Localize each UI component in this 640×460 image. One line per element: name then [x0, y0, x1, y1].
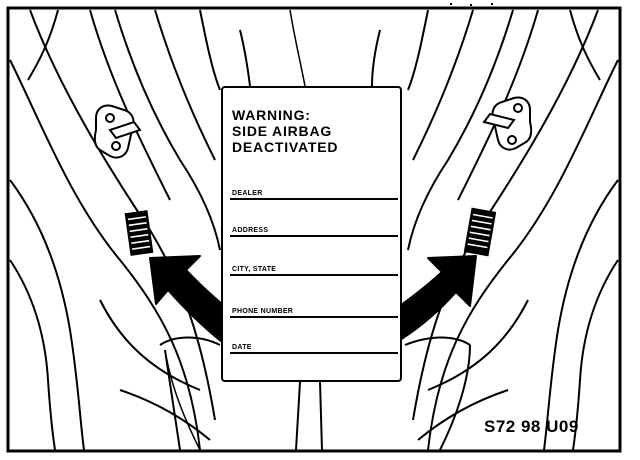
- warning-title-line: SIDE AIRBAG: [232, 123, 333, 139]
- warning-title-line: WARNING:: [232, 107, 311, 123]
- door-striker-icon: [93, 104, 142, 159]
- label-field-text: CITY, STATE: [232, 266, 277, 273]
- label-field-text: DATE: [232, 344, 252, 351]
- label-field-address: ADDRESS: [230, 221, 398, 237]
- warning-title-line: DEACTIVATED: [232, 139, 339, 155]
- warning-title: WARNING: SIDE AIRBAG DEACTIVATED: [232, 107, 338, 155]
- vent-grille-icon: [124, 210, 154, 256]
- label-field-text: ADDRESS: [232, 227, 269, 234]
- center-console-outline: [159, 9, 471, 451]
- label-field-city-state: CITY, STATE: [230, 260, 398, 276]
- label-field-date: DATE: [230, 338, 398, 354]
- right-door-jamb-lines: [407, 9, 619, 451]
- door-striker-icon: [482, 96, 533, 151]
- label-field-dealer: DEALER: [230, 184, 398, 200]
- figure-number: S72 98 U09: [484, 417, 579, 436]
- label-field-text: DEALER: [232, 190, 263, 197]
- label-field-text: PHONE NUMBER: [232, 308, 294, 315]
- vent-grille-icon: [463, 207, 497, 257]
- left-door-jamb-lines: [9, 9, 221, 451]
- print-speckles: [450, 3, 493, 6]
- label-field-phone-number: PHONE NUMBER: [230, 302, 398, 318]
- airbag-warning-label: WARNING: SIDE AIRBAG DEACTIVATED DEALER …: [221, 86, 402, 382]
